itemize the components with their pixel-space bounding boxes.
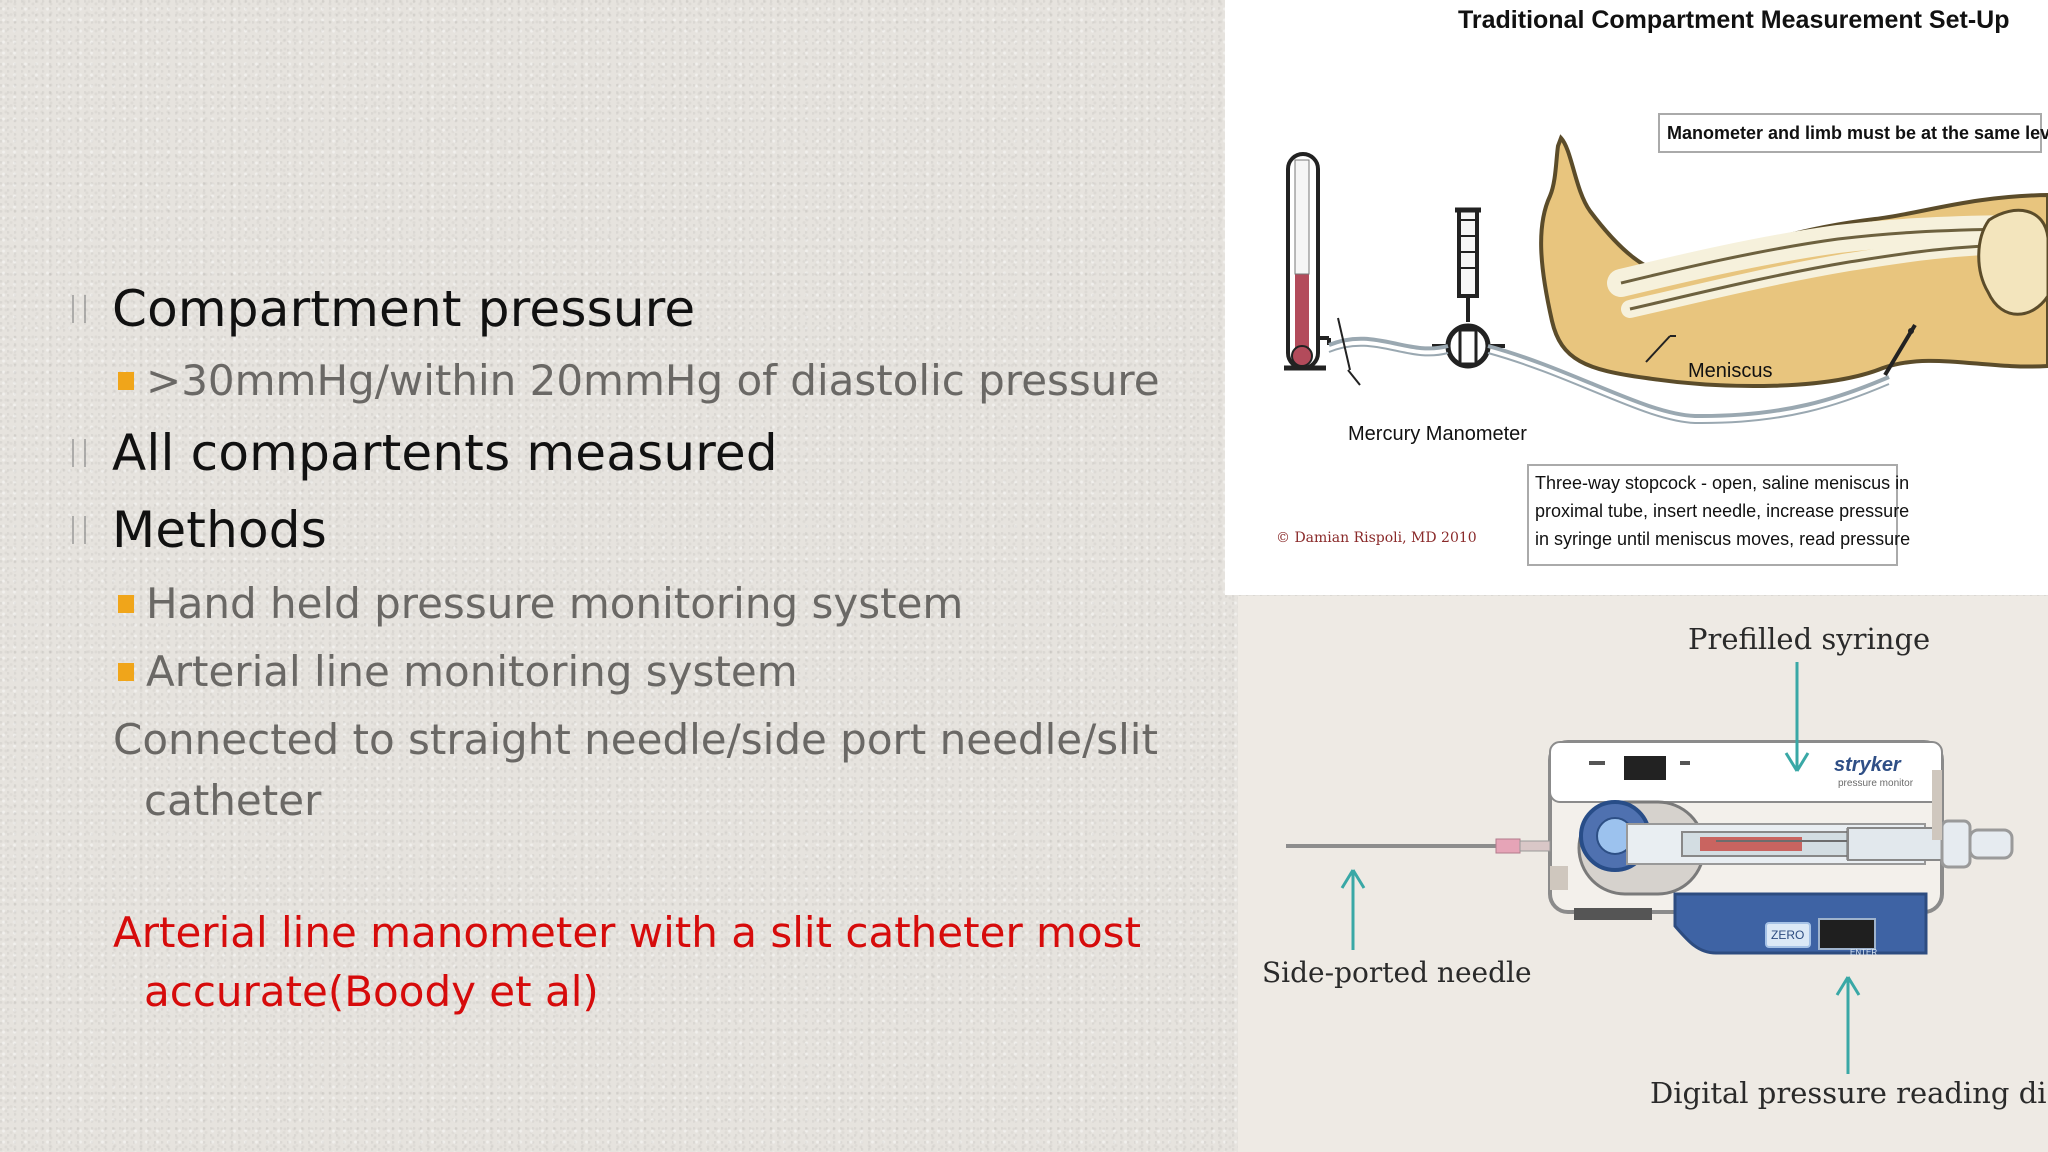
bullet-marker-icon [118, 662, 134, 681]
needle-icon [1883, 323, 1917, 377]
connected-line-2: catheter [144, 775, 322, 825]
red-accuracy-note: Arterial line manometer with a slit cath… [113, 904, 1141, 1022]
bullet-text: Compartment pressure [112, 280, 696, 338]
mercury-manometer-label: Mercury Manometer [1348, 423, 1527, 445]
device-small-text: pressure monitor [1838, 778, 1914, 789]
arrow-up-icon [1835, 976, 1861, 1074]
needle-icon [1286, 838, 1551, 854]
bullet-pressure-threshold: >30mmHg/within 20mmHg of diastolic press… [118, 356, 1160, 405]
level-note-text: Manometer and limb must be at the same l… [1667, 123, 2048, 143]
prefilled-syringe-label: Prefilled syringe [1688, 622, 1931, 656]
bullet-handheld-system: Hand held pressure monitoring system [118, 579, 963, 628]
stopcock-note-box: Three-way stopcock - open, saline menisc… [1527, 464, 1911, 566]
bullet-text: Arterial line monitoring system [146, 647, 798, 696]
side-ported-needle-label: Side-ported needle [1262, 956, 1532, 989]
mercury-label-leader [1347, 369, 1361, 386]
meniscus-label-leader [1645, 335, 1671, 363]
red-note-line-2: accurate(Boody et al) [144, 966, 599, 1016]
stopcock-note-line-3: in syringe until meniscus moves, read pr… [1535, 529, 1911, 549]
figure-title: Traditional Compartment Measurement Set-… [1458, 6, 2010, 34]
red-note-line-1: Arterial line manometer with a slit cath… [113, 908, 1142, 957]
arrow-up-icon [1784, 662, 1810, 772]
bullet-all-compartments: All compartents measured [72, 424, 778, 482]
bullet-text: Methods [112, 501, 327, 559]
bullet-text: All compartents measured [112, 424, 778, 482]
bullet-marker-icon [72, 439, 86, 467]
bullet-text: >30mmHg/within 20mmHg of diastolic press… [146, 356, 1160, 405]
pressure-monitor-device-icon [1548, 740, 2014, 955]
device-brand-label: stryker [1834, 754, 1901, 776]
handheld-device-illustration [1286, 662, 2014, 1074]
traditional-setup-illustration [1284, 134, 2048, 425]
arrow-up-icon [1340, 869, 1366, 950]
zero-button: ZERO [1771, 928, 1805, 942]
bullet-text: Hand held pressure monitoring system [146, 579, 964, 628]
mercury-label-leader [1337, 317, 1351, 371]
device-small-button-label: ENTER [1850, 948, 1878, 957]
digital-display-label: Digital pressure reading display [1650, 1076, 2048, 1110]
slide-text-panel: Compartment pressure >30mmHg/within 20mm… [72, 280, 1160, 1022]
connected-line-1: Connected to straight needle/side port n… [113, 715, 1158, 764]
mercury-manometer-icon [1284, 152, 1331, 371]
bullet-marker-icon [72, 295, 86, 323]
connected-description: Connected to straight needle/side port n… [113, 710, 1158, 832]
bullet-arterial-system: Arterial line monitoring system [118, 647, 798, 696]
stopcock-note-line-1: Three-way stopcock - open, saline menisc… [1535, 473, 1910, 493]
syringe-icon [1455, 207, 1481, 322]
level-note-box: Manometer and limb must be at the same l… [1658, 113, 2048, 153]
bullet-methods: Methods [72, 501, 327, 559]
bullet-marker-icon [118, 594, 134, 613]
bullet-compartment-pressure: Compartment pressure [72, 280, 695, 338]
bullet-marker-icon [118, 371, 134, 390]
bullet-marker-icon [72, 516, 86, 544]
handheld-device-figure: Prefilled syringe Side-ported needle Dig… [1238, 596, 2048, 1152]
meniscus-label: Meniscus [1688, 360, 1773, 382]
stopcock-note-line-2: proximal tube, insert needle, increase p… [1535, 501, 1910, 521]
leg-illustration-icon [1539, 134, 2048, 389]
traditional-setup-figure: Traditional Compartment Measurement Set-… [1225, 0, 2048, 595]
copyright-text: © Damian Rispoli, MD 2010 [1276, 530, 1477, 546]
